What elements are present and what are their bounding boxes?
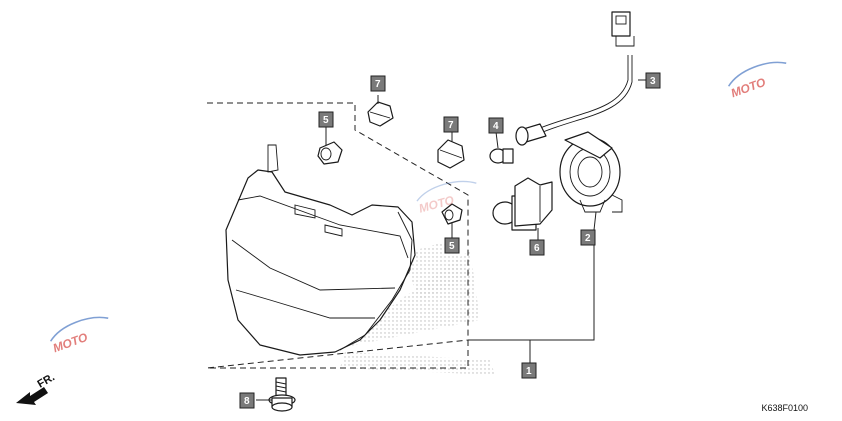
callout-7-lower: 7 <box>443 116 459 133</box>
wire-harness <box>519 11 635 143</box>
svg-text:1: 1 <box>526 366 532 377</box>
headlight-bulb <box>492 177 553 231</box>
rubber-cap <box>367 101 465 169</box>
svg-text:3: 3 <box>650 76 656 87</box>
watermark-logo: MOTO <box>49 316 109 355</box>
callout-2: 2 <box>580 229 596 246</box>
callout-6: 6 <box>529 239 545 256</box>
svg-text:4: 4 <box>493 121 499 132</box>
watermark-logo: MOTO <box>727 61 787 100</box>
callout-5-upper: 5 <box>318 111 334 128</box>
position-bulb <box>489 126 529 164</box>
svg-text:7: 7 <box>375 79 381 90</box>
headlight-housing <box>225 144 416 356</box>
socket-cover <box>559 131 623 213</box>
callout-8: 8 <box>239 392 255 409</box>
svg-text:2: 2 <box>585 233 591 244</box>
svg-text:8: 8 <box>244 396 250 407</box>
svg-text:7: 7 <box>448 120 454 131</box>
callout-7-upper: 7 <box>370 75 386 92</box>
callout-1: 1 <box>521 362 537 379</box>
svg-text:5: 5 <box>449 241 455 252</box>
callout-4: 4 <box>488 117 504 134</box>
svg-text:6: 6 <box>534 243 540 254</box>
front-direction-indicator: FR. <box>16 371 57 405</box>
callout-5-lower: 5 <box>444 237 460 254</box>
flange-bolt <box>268 377 296 412</box>
leader-lines <box>256 79 646 401</box>
direction-label: FR. <box>36 371 57 390</box>
arrow-icon <box>16 387 48 405</box>
svg-text:5: 5 <box>323 115 329 126</box>
small-socket <box>317 141 463 225</box>
callout-3: 3 <box>645 72 661 89</box>
diagram-code: K638F0100 <box>761 403 808 413</box>
